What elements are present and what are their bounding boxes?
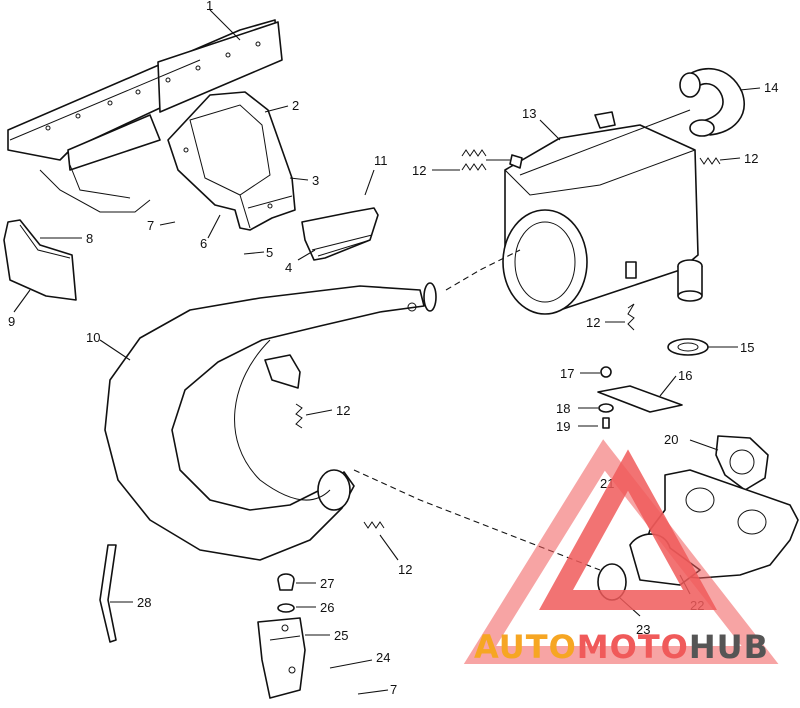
watermark-auto: AUTO [474, 628, 577, 666]
callout-26: 26 [320, 600, 334, 615]
callout-labels: 1 2 3 4 5 6 7 8 9 10 11 12 12 12 12 12 1… [8, 0, 778, 697]
part-outlet-pipe [519, 67, 745, 176]
callout-1: 1 [206, 0, 213, 13]
callout-28: 28 [137, 595, 151, 610]
callout-24: 24 [376, 650, 390, 665]
callout-19: 19 [556, 419, 570, 434]
callout-9: 9 [8, 314, 15, 329]
watermark-text: AUTOMOTOHUB [474, 628, 769, 666]
callout-7: 7 [147, 218, 154, 233]
callout-18: 18 [556, 401, 570, 416]
callout-2: 2 [292, 98, 299, 113]
part-gasket-ring [667, 338, 709, 356]
part-flange-gasket [715, 435, 769, 491]
callout-6: 6 [200, 236, 207, 251]
callout-12d: 12 [336, 403, 350, 418]
callout-11: 11 [374, 153, 388, 168]
callout-4: 4 [285, 260, 292, 275]
watermark-triangle-outer [463, 439, 779, 664]
callout-20: 20 [664, 432, 678, 447]
part-heat-shield [167, 91, 296, 231]
part-expansion-chamber [104, 282, 437, 561]
part-mount-bracket [257, 573, 306, 699]
callout-27: 27 [320, 576, 334, 591]
callout-17: 17 [560, 366, 574, 381]
callout-25: 25 [334, 628, 348, 643]
part-bracket-strip [7, 19, 283, 213]
part-small-shield [3, 219, 77, 301]
springs [295, 149, 721, 529]
part-muffler [502, 111, 703, 315]
callout-12a: 12 [412, 163, 426, 178]
callout-3: 3 [312, 173, 319, 188]
watermark-moto: MOTO [577, 628, 689, 666]
callout-13: 13 [522, 106, 536, 121]
callout-14: 14 [764, 80, 778, 95]
callout-10: 10 [86, 330, 100, 345]
callout-12b: 12 [744, 151, 758, 166]
callout-16: 16 [678, 368, 692, 383]
callout-15: 15 [740, 340, 754, 355]
part-plate [597, 366, 683, 429]
callout-12e: 12 [398, 562, 412, 577]
callout-12c: 12 [586, 315, 600, 330]
callout-23: 23 [636, 622, 650, 637]
callout-8: 8 [86, 231, 93, 246]
watermark-hub: HUB [689, 628, 769, 666]
part-deflector [301, 207, 379, 261]
part-strap [99, 544, 117, 643]
callout-7b: 7 [390, 682, 397, 697]
watermark: AUTOMOTOHUB [463, 439, 779, 666]
callout-5: 5 [266, 245, 273, 260]
